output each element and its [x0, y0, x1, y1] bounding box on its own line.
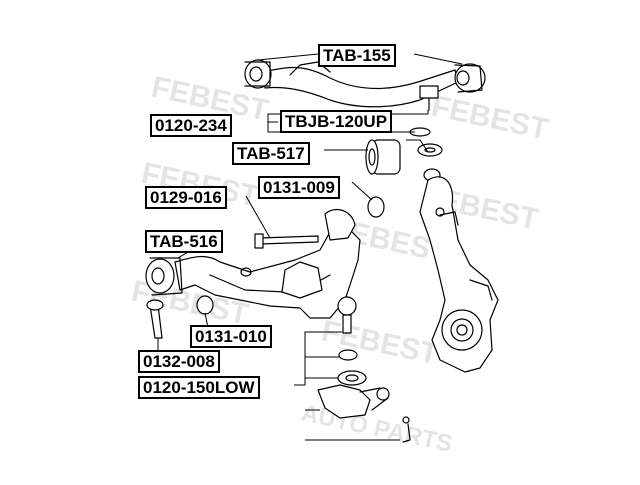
svg-text:FEBEST: FEBEST — [319, 315, 442, 372]
leader-lines — [157, 53, 463, 441]
svg-text:FEBEST: FEBEST — [429, 90, 552, 147]
label-0120-150low[interactable]: 0120-150LOW — [138, 376, 260, 399]
lower-arm-bolt — [254, 233, 319, 249]
label-0129-016[interactable]: 0129-016 — [145, 186, 227, 209]
lower-ball-joint — [317, 296, 411, 443]
label-0132-008[interactable]: 0132-008 — [138, 350, 220, 373]
label-0131-010[interactable]: 0131-010 — [190, 325, 272, 348]
label-tab-516[interactable]: TAB-516 — [145, 230, 223, 253]
label-tab-155[interactable]: TAB-155 — [318, 44, 396, 67]
cam-bolt — [146, 295, 214, 339]
label-tbjb-120up[interactable]: TBJB-120UP — [280, 110, 393, 133]
label-0131-009[interactable]: 0131-009 — [258, 176, 340, 199]
svg-text:AUTO PARTS: AUTO PARTS — [299, 399, 455, 457]
upper-arm-bushing — [365, 127, 443, 218]
lower-control-arm — [145, 208, 361, 319]
steering-knuckle — [419, 176, 499, 373]
label-tab-517[interactable]: TAB-517 — [232, 142, 310, 165]
label-0120-234[interactable]: 0120-234 — [150, 114, 232, 137]
upper-control-arm — [244, 59, 486, 111]
